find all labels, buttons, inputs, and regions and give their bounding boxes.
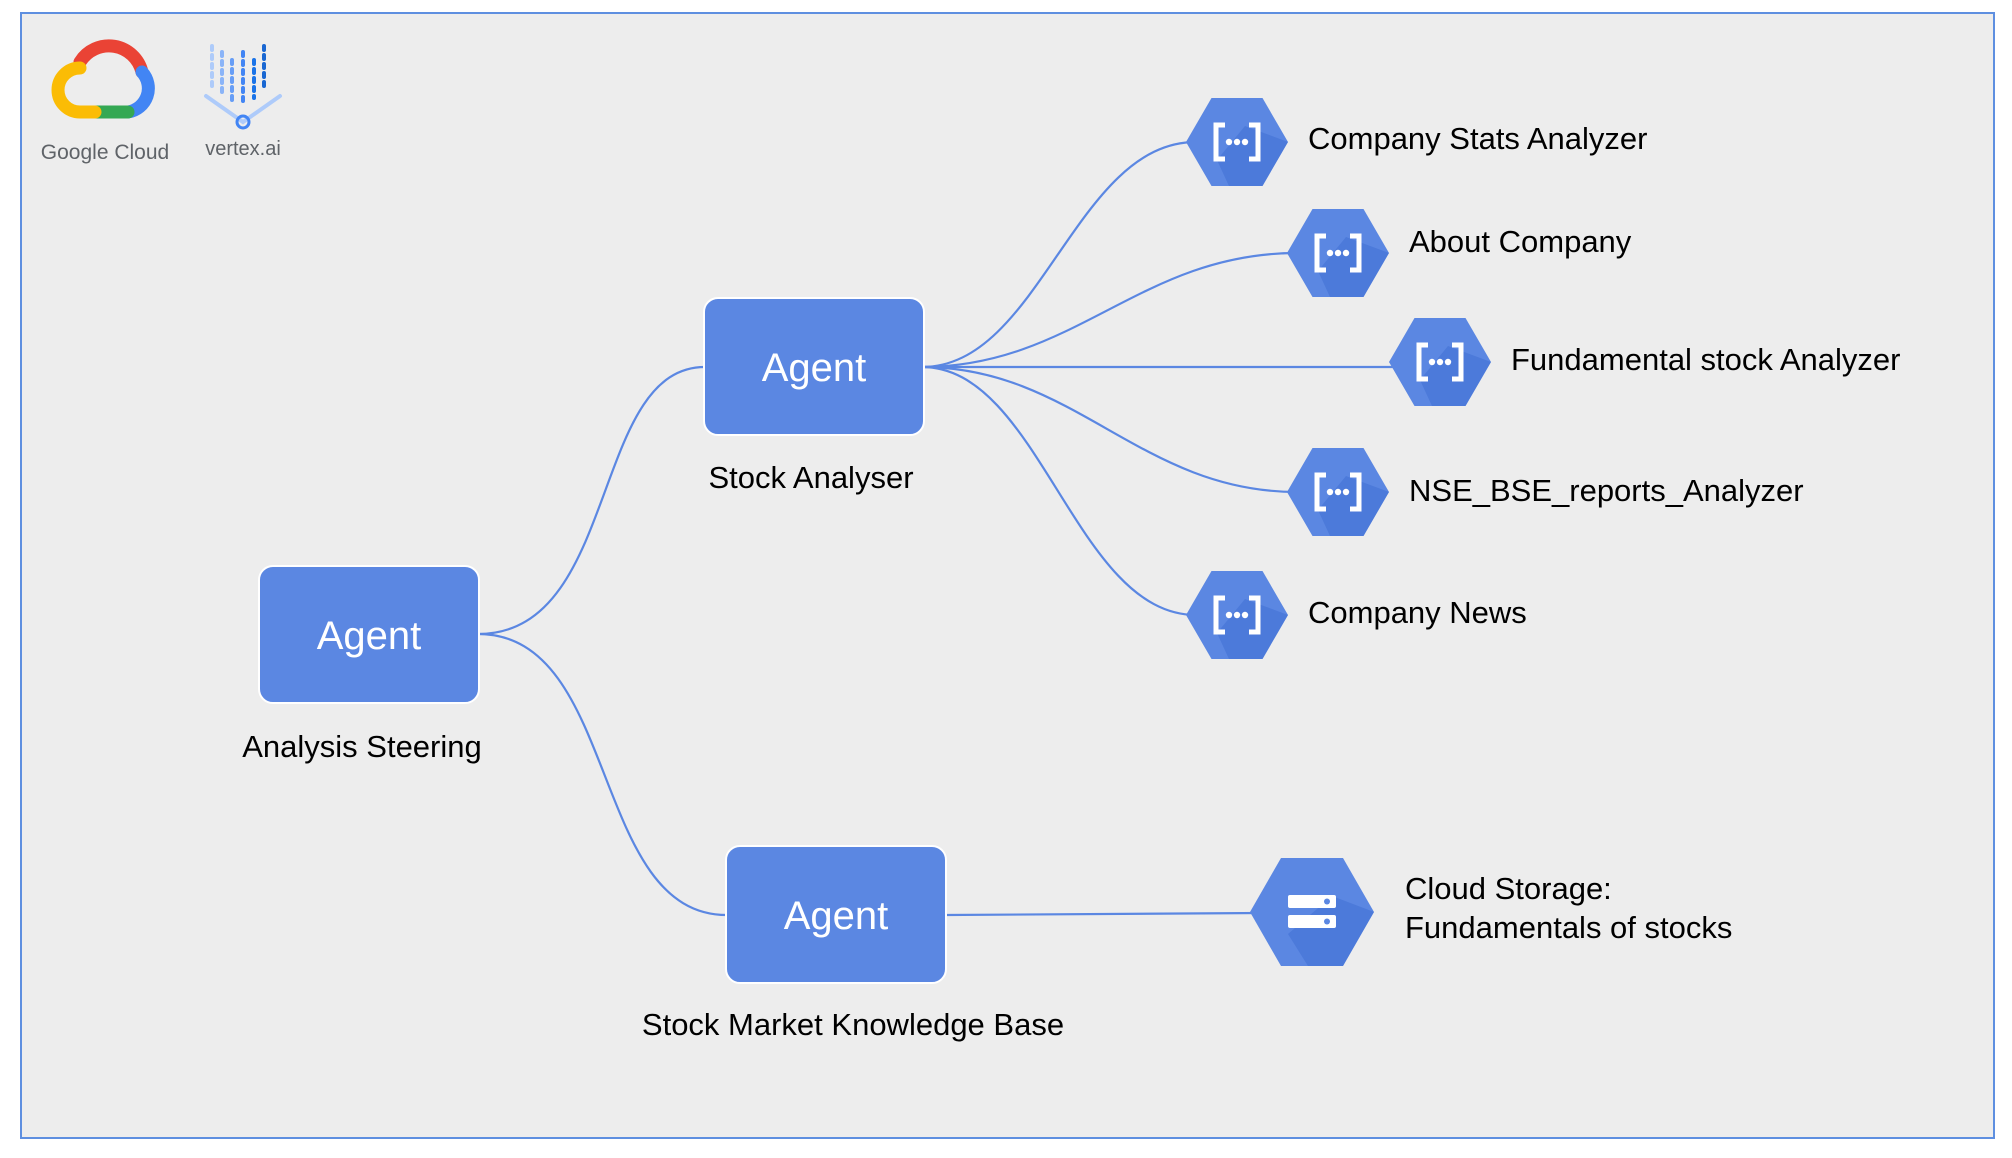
- tool-label: About Company: [1409, 224, 1632, 259]
- google-cloud-icon: [51, 39, 155, 119]
- cloud-functions-icon: [1287, 209, 1389, 297]
- vertex-ai-icon: [204, 44, 282, 130]
- storage-label-line2: Fundamentals of stocks: [1405, 910, 1732, 945]
- vertex-ai-logo: vertex.ai: [204, 44, 282, 160]
- connector-steering-to-knowledge-base: [477, 632, 728, 917]
- connector-analyser-to-stats: [921, 140, 1197, 369]
- agent-caption: Stock Market Knowledge Base: [642, 1007, 1064, 1042]
- tool-label: Company Stats Analyzer: [1308, 121, 1647, 156]
- agent-box[interactable]: [258, 565, 480, 704]
- agent-box-label: Agent: [317, 614, 422, 658]
- agent-box[interactable]: [703, 297, 925, 436]
- tool-about-company[interactable]: About Company: [1287, 209, 1632, 297]
- cloud-storage-node[interactable]: Cloud Storage: Fundamentals of stocks: [1250, 858, 1732, 966]
- connectors: [477, 140, 1399, 917]
- cloud-functions-icon: [1186, 571, 1288, 659]
- connector-analyser-to-nse-bse: [921, 365, 1298, 494]
- agent-caption: Stock Analyser: [708, 460, 913, 495]
- tool-fundamental-stock-analyzer[interactable]: Fundamental stock Analyzer: [1389, 318, 1900, 406]
- cloud-functions-icon: [1287, 448, 1389, 536]
- cloud-functions-icon: [1389, 318, 1491, 406]
- connector-knowledge-base-to-storage: [945, 911, 1263, 917]
- connector-analyser-to-news: [921, 365, 1197, 617]
- vertex-ai-label: vertex.ai: [205, 138, 281, 160]
- agent-analysis-steering[interactable]: Agent Analysis Steering: [242, 565, 482, 764]
- tool-company-stats-analyzer[interactable]: Company Stats Analyzer: [1186, 98, 1647, 186]
- google-cloud-logo: Google Cloud: [41, 39, 169, 164]
- agent-stock-analyser[interactable]: Agent Stock Analyser: [703, 297, 925, 495]
- google-cloud-label: Google Cloud: [41, 141, 169, 164]
- cloud-storage-icon: [1250, 858, 1374, 966]
- storage-label-line1: Cloud Storage:: [1405, 871, 1612, 906]
- tool-label: NSE_BSE_reports_Analyzer: [1409, 473, 1804, 508]
- tool-label: Company News: [1308, 595, 1527, 630]
- tool-company-news[interactable]: Company News: [1186, 571, 1527, 659]
- agent-box[interactable]: [725, 845, 947, 984]
- connector-analyser-to-about: [921, 251, 1298, 369]
- connector-steering-to-analyser: [477, 365, 706, 636]
- tool-nse-bse-reports-analyzer[interactable]: NSE_BSE_reports_Analyzer: [1287, 448, 1804, 536]
- agent-box-label: Agent: [784, 894, 889, 938]
- agent-knowledge-base[interactable]: Agent Stock Market Knowledge Base: [642, 845, 1064, 1042]
- agent-box-label: Agent: [762, 346, 867, 390]
- tool-label: Fundamental stock Analyzer: [1511, 342, 1900, 377]
- agent-caption: Analysis Steering: [242, 729, 482, 764]
- cloud-functions-icon: [1186, 98, 1288, 186]
